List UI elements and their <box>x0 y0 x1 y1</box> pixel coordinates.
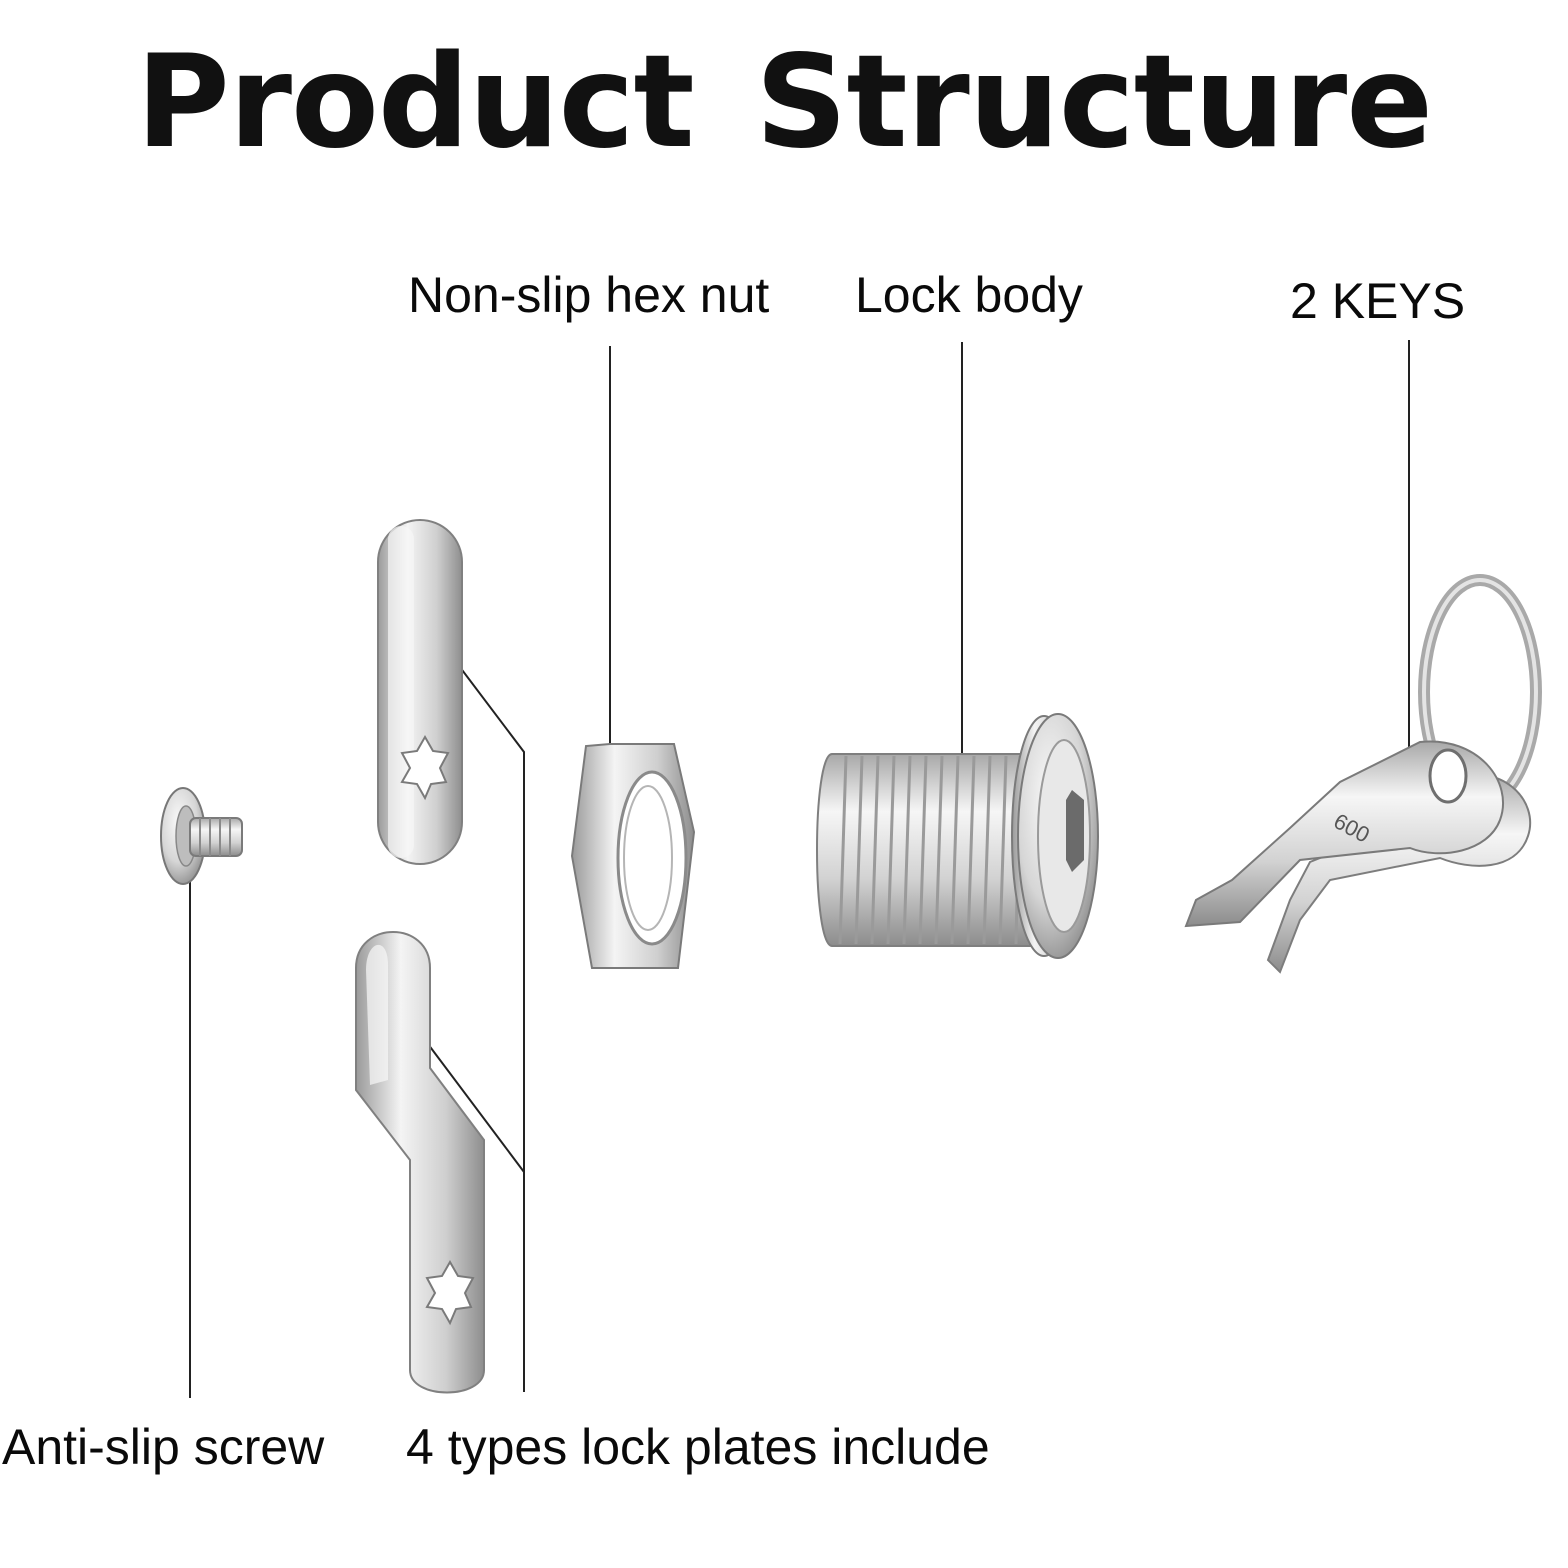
label-screw: Anti-slip screw <box>2 1419 325 1475</box>
keys-illustration: 600 <box>1184 574 1542 974</box>
lock-body-illustration <box>816 713 1099 959</box>
leader-plate-bottom <box>415 1027 525 1173</box>
label-lock-body: Lock body <box>855 267 1083 323</box>
page-title: Product Structure <box>136 28 1433 177</box>
label-hex-nut: Non-slip hex nut <box>408 267 770 323</box>
straight-plate-illustration <box>377 519 463 865</box>
leader-lines <box>189 340 1410 1398</box>
screw-illustration <box>160 787 243 885</box>
leader-plate-top <box>443 645 525 1392</box>
label-keys: 2 KEYS <box>1290 273 1466 329</box>
hex-nut-illustration <box>570 743 696 969</box>
label-plates: 4 types lock plates include <box>406 1419 990 1475</box>
bent-plate-illustration <box>355 931 485 1394</box>
